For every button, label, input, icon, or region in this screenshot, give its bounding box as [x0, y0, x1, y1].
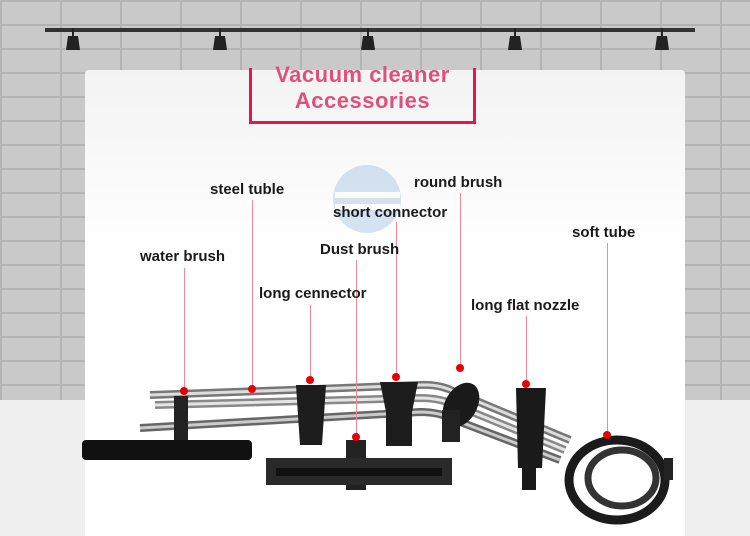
soft-tube: [564, 435, 673, 525]
spotlight-icon: [508, 28, 522, 50]
round-brush: [442, 382, 480, 442]
short-connector: [380, 382, 418, 446]
pointer-line: [607, 243, 608, 435]
spotlight-icon: [655, 28, 669, 50]
pointer-dot: [392, 373, 400, 381]
pointer-line: [460, 193, 461, 368]
long-flat-nozzle: [516, 388, 546, 490]
title-line-2: Accessories: [294, 88, 431, 113]
label-long-cennector: long cennector: [259, 285, 367, 302]
pointer-dot: [180, 387, 188, 395]
label-steel-tuble: steel tuble: [210, 181, 285, 198]
super-clean-logo-watermark: [333, 165, 401, 233]
long-connector: [296, 385, 326, 445]
spotlight-icon: [66, 28, 80, 50]
label-round-brush: round brush: [414, 174, 503, 191]
pointer-line: [184, 268, 185, 391]
pointer-dot: [522, 380, 530, 388]
pointer-dot: [248, 385, 256, 393]
dust-brush: [266, 440, 452, 490]
pointer-dot: [603, 431, 611, 439]
pointer-line: [252, 200, 253, 389]
title-line-1: Vacuum cleaner: [275, 62, 450, 87]
pointer-dot: [456, 364, 464, 372]
spotlight-icon: [213, 28, 227, 50]
pointer-line: [310, 305, 311, 380]
spotlight-icon: [361, 28, 375, 50]
pointer-line: [396, 222, 397, 377]
pointer-line: [526, 316, 527, 384]
light-rail: [45, 28, 695, 32]
water-brush: [82, 396, 252, 460]
label-long-flat-nozzle: long flat nozzle: [471, 297, 580, 314]
label-short-connector: short connector: [333, 204, 448, 221]
label-dust-brush: Dust brush: [320, 241, 400, 258]
pointer-dot: [306, 376, 314, 384]
label-soft-tube: soft tube: [572, 224, 636, 241]
pointer-line: [356, 260, 357, 437]
label-water-brush: water brush: [140, 248, 226, 265]
pointer-dot: [352, 433, 360, 441]
title-frame: Vacuum cleaner Accessories: [249, 62, 476, 124]
